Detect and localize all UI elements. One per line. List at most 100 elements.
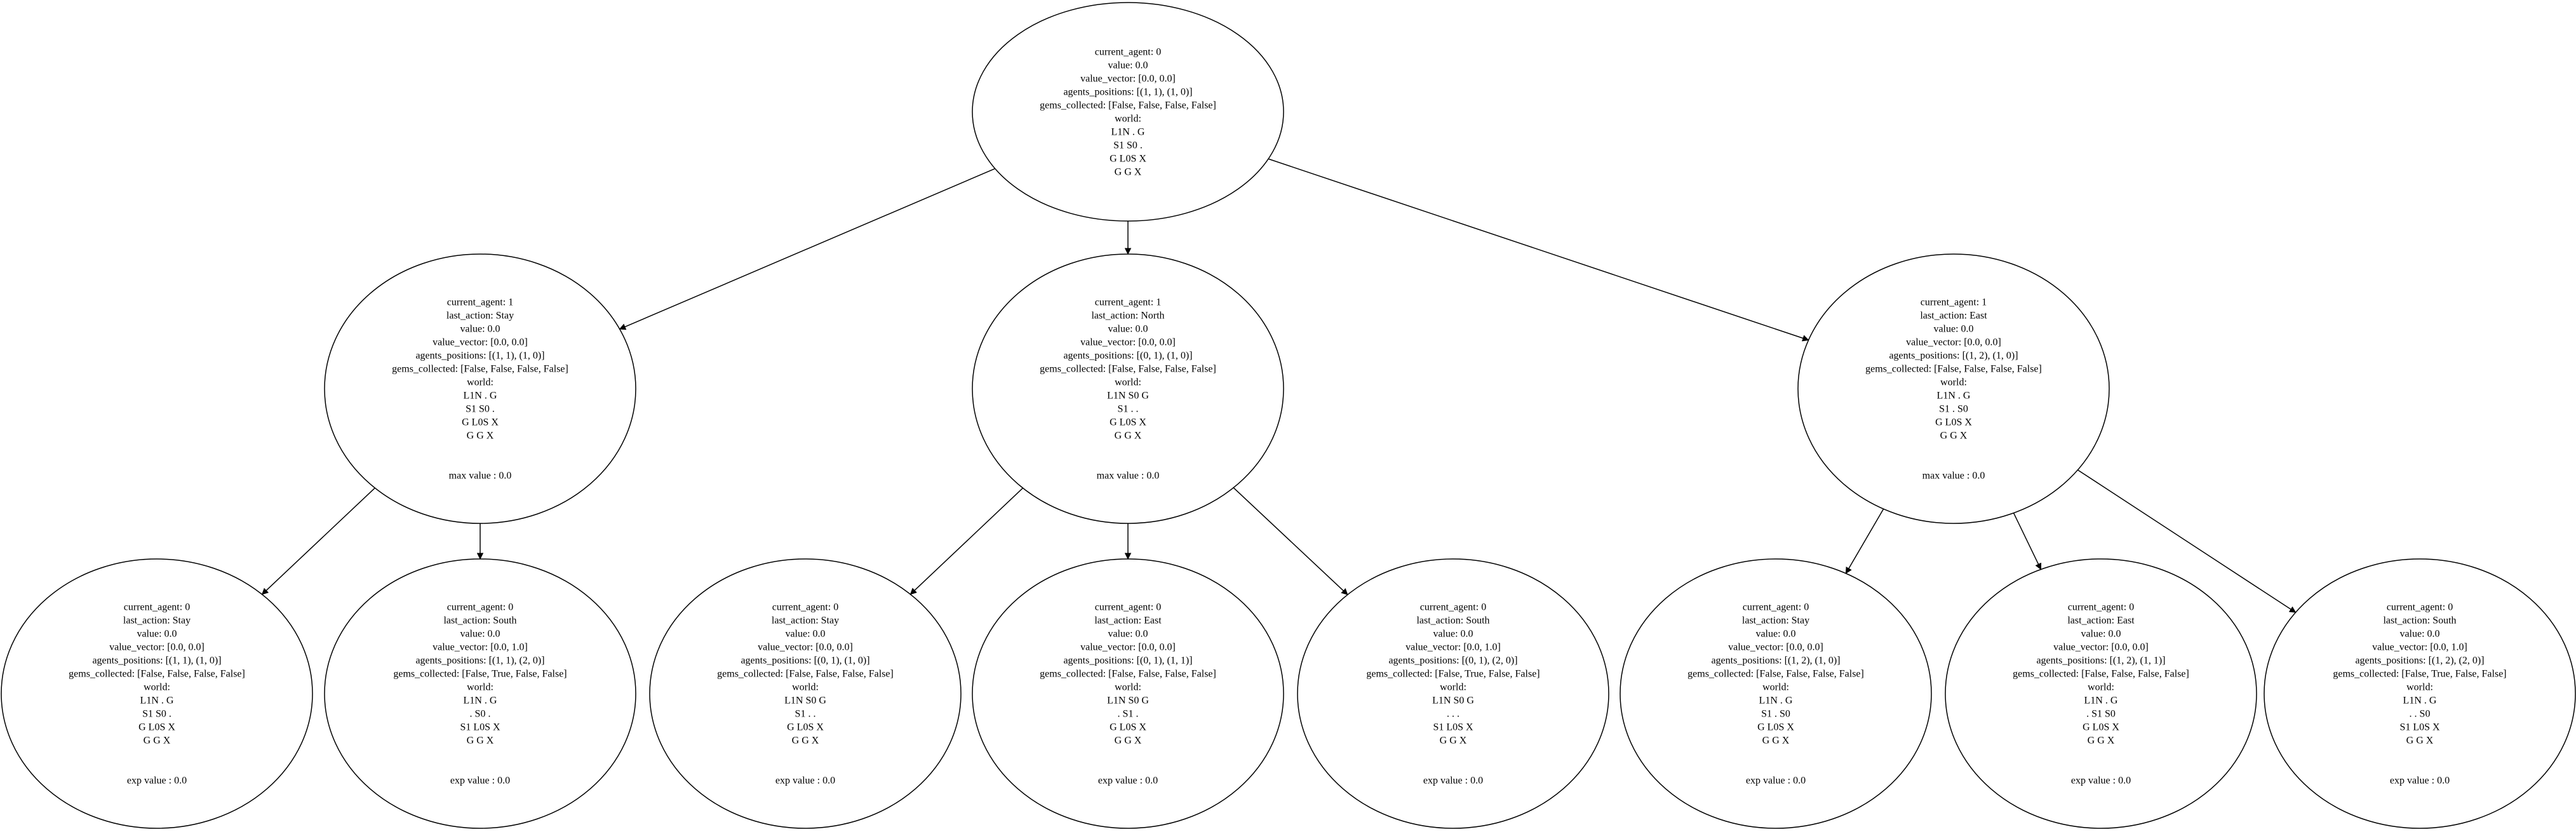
node-line: gems_collected: [False, False, False, Fa… xyxy=(717,669,894,680)
node-line: value: 0.0 xyxy=(2399,629,2439,640)
node-ellipse xyxy=(324,558,636,829)
node-footer-value: max value : 0.0 xyxy=(1922,471,1985,481)
node-line: current_agent: 0 xyxy=(2387,602,2453,613)
node-line: gems_collected: [False, False, False, Fa… xyxy=(1687,669,1864,680)
node-line: G G X xyxy=(1440,736,1467,746)
node-line: S1 S0 . xyxy=(1113,140,1143,151)
node-line: L1N S0 G xyxy=(784,696,826,706)
node-line: gems_collected: [False, False, False, Fa… xyxy=(1865,364,2042,375)
node-ellipse xyxy=(1620,558,1932,829)
node-footer-value: exp value : 0.0 xyxy=(775,776,835,786)
node-line: G L0S X xyxy=(787,722,824,733)
node-line: last_action: Stay xyxy=(1742,615,1809,626)
node-line: G L0S X xyxy=(2083,722,2119,733)
node-line: current_agent: 0 xyxy=(1095,602,1161,613)
node-line: last_action: South xyxy=(443,615,516,626)
node-line: gems_collected: [False, True, False, Fal… xyxy=(393,669,567,680)
node-line: last_action: Stay xyxy=(123,615,191,626)
node-line: current_agent: 0 xyxy=(1095,47,1161,58)
node-line: G L0S X xyxy=(138,722,175,733)
node-line: value: 0.0 xyxy=(1433,629,1473,640)
node-line: last_action: Stay xyxy=(772,615,839,626)
node-line: value: 0.0 xyxy=(460,629,500,640)
node-line: G G X xyxy=(467,736,494,746)
node-line: current_agent: 1 xyxy=(1095,297,1161,308)
node-line: value: 0.0 xyxy=(1108,324,1148,335)
node-ellipse xyxy=(649,558,962,829)
node-line: S1 S0 . xyxy=(466,404,495,415)
node-line: current_agent: 0 xyxy=(1743,602,1809,613)
node-line: . . . xyxy=(1447,709,1459,720)
node-line: G G X xyxy=(1115,736,1142,746)
node-line: S1 . . xyxy=(1118,404,1139,415)
node-ellipse xyxy=(972,253,1284,524)
node-line: S1 . S0 xyxy=(1761,709,1790,720)
node-line: agents_positions: [(1, 1), (1, 0)] xyxy=(415,351,544,361)
node-ellipse xyxy=(324,253,636,524)
node-line: current_agent: 0 xyxy=(1420,602,1486,613)
node-line: L1N . G xyxy=(464,391,497,401)
node-line: value_vector: [0.0, 1.0] xyxy=(1405,642,1501,653)
node-line: S1 S0 . xyxy=(142,709,171,720)
node-ellipse xyxy=(2264,558,2576,829)
node-line: S1 . S0 xyxy=(1939,404,1968,415)
node-line: value_vector: [0.0, 1.0] xyxy=(433,642,528,653)
node-line: S1 L0S X xyxy=(2399,722,2440,733)
node-line: current_agent: 1 xyxy=(447,297,513,308)
node-line: world: xyxy=(792,682,819,693)
node-ellipse xyxy=(1297,558,1609,829)
node-line: world: xyxy=(1762,682,1789,693)
node-line: agents_positions: [(1, 2), (2, 0)] xyxy=(2355,656,2484,666)
node-line: L1N S0 G xyxy=(1107,391,1149,401)
node-line: G L0S X xyxy=(1935,417,1972,428)
node-line: G G X xyxy=(1115,167,1142,178)
node-line: . S1 . xyxy=(1118,709,1139,720)
node-line: last_action: South xyxy=(2383,615,2456,626)
node-line: value_vector: [0.0, 1.0] xyxy=(2372,642,2467,653)
node-footer-value: exp value : 0.0 xyxy=(2071,776,2131,786)
node-line: gems_collected: [False, True, False, Fal… xyxy=(2333,669,2506,680)
node-line: value_vector: [0.0, 0.0] xyxy=(2053,642,2149,653)
node-line: G G X xyxy=(2406,736,2434,746)
edge-layer xyxy=(261,158,2297,613)
node-line: gems_collected: [False, True, False, Fal… xyxy=(1366,669,1540,680)
node-line: value_vector: [0.0, 0.0] xyxy=(433,337,528,348)
node-line: value_vector: [0.0, 0.0] xyxy=(1080,74,1176,84)
tree-edge-root-to-east xyxy=(1268,158,1809,342)
node-line: gems_collected: [False, False, False, Fa… xyxy=(392,364,568,375)
node-line: G G X xyxy=(1762,736,1790,746)
node-line: G L0S X xyxy=(1110,154,1146,165)
node-footer-value: max value : 0.0 xyxy=(449,471,512,481)
tree-edge-east-to-east-stay xyxy=(1845,508,1884,574)
tree-node-stay-south: current_agent: 0 last_action: South value:… xyxy=(324,558,636,829)
node-line: L1N . G xyxy=(464,696,497,706)
node-line: G L0S X xyxy=(1110,417,1146,428)
node-line: world: xyxy=(1115,114,1141,124)
node-line: last_action: South xyxy=(1416,615,1489,626)
node-line: world: xyxy=(2088,682,2114,693)
node-line: agents_positions: [(0, 1), (1, 0)] xyxy=(741,656,869,666)
node-footer-value: exp value : 0.0 xyxy=(1746,776,1806,786)
tree-edge-root-to-stay xyxy=(619,168,996,330)
node-line: gems_collected: [False, False, False, Fa… xyxy=(1040,669,1216,680)
node-line: G L0S X xyxy=(1110,722,1146,733)
node-ellipse xyxy=(972,2,1284,222)
tree-edge-north-to-north-south xyxy=(1233,487,1348,595)
node-line: S1 L0S X xyxy=(460,722,500,733)
tree-edge-north-to-north-stay xyxy=(909,487,1024,595)
node-line: agents_positions: [(1, 1), (2, 0)] xyxy=(415,656,544,666)
node-line: world: xyxy=(1115,682,1141,693)
node-line: last_action: Stay xyxy=(446,311,514,321)
node-line: world: xyxy=(1115,377,1141,388)
node-line: current_agent: 0 xyxy=(447,602,513,613)
node-line: world: xyxy=(467,682,493,693)
node-line: world: xyxy=(144,682,170,693)
node-line: world: xyxy=(2406,682,2433,693)
node-line: . S0 . xyxy=(470,709,491,720)
node-line: value_vector: [0.0, 0.0] xyxy=(109,642,205,653)
